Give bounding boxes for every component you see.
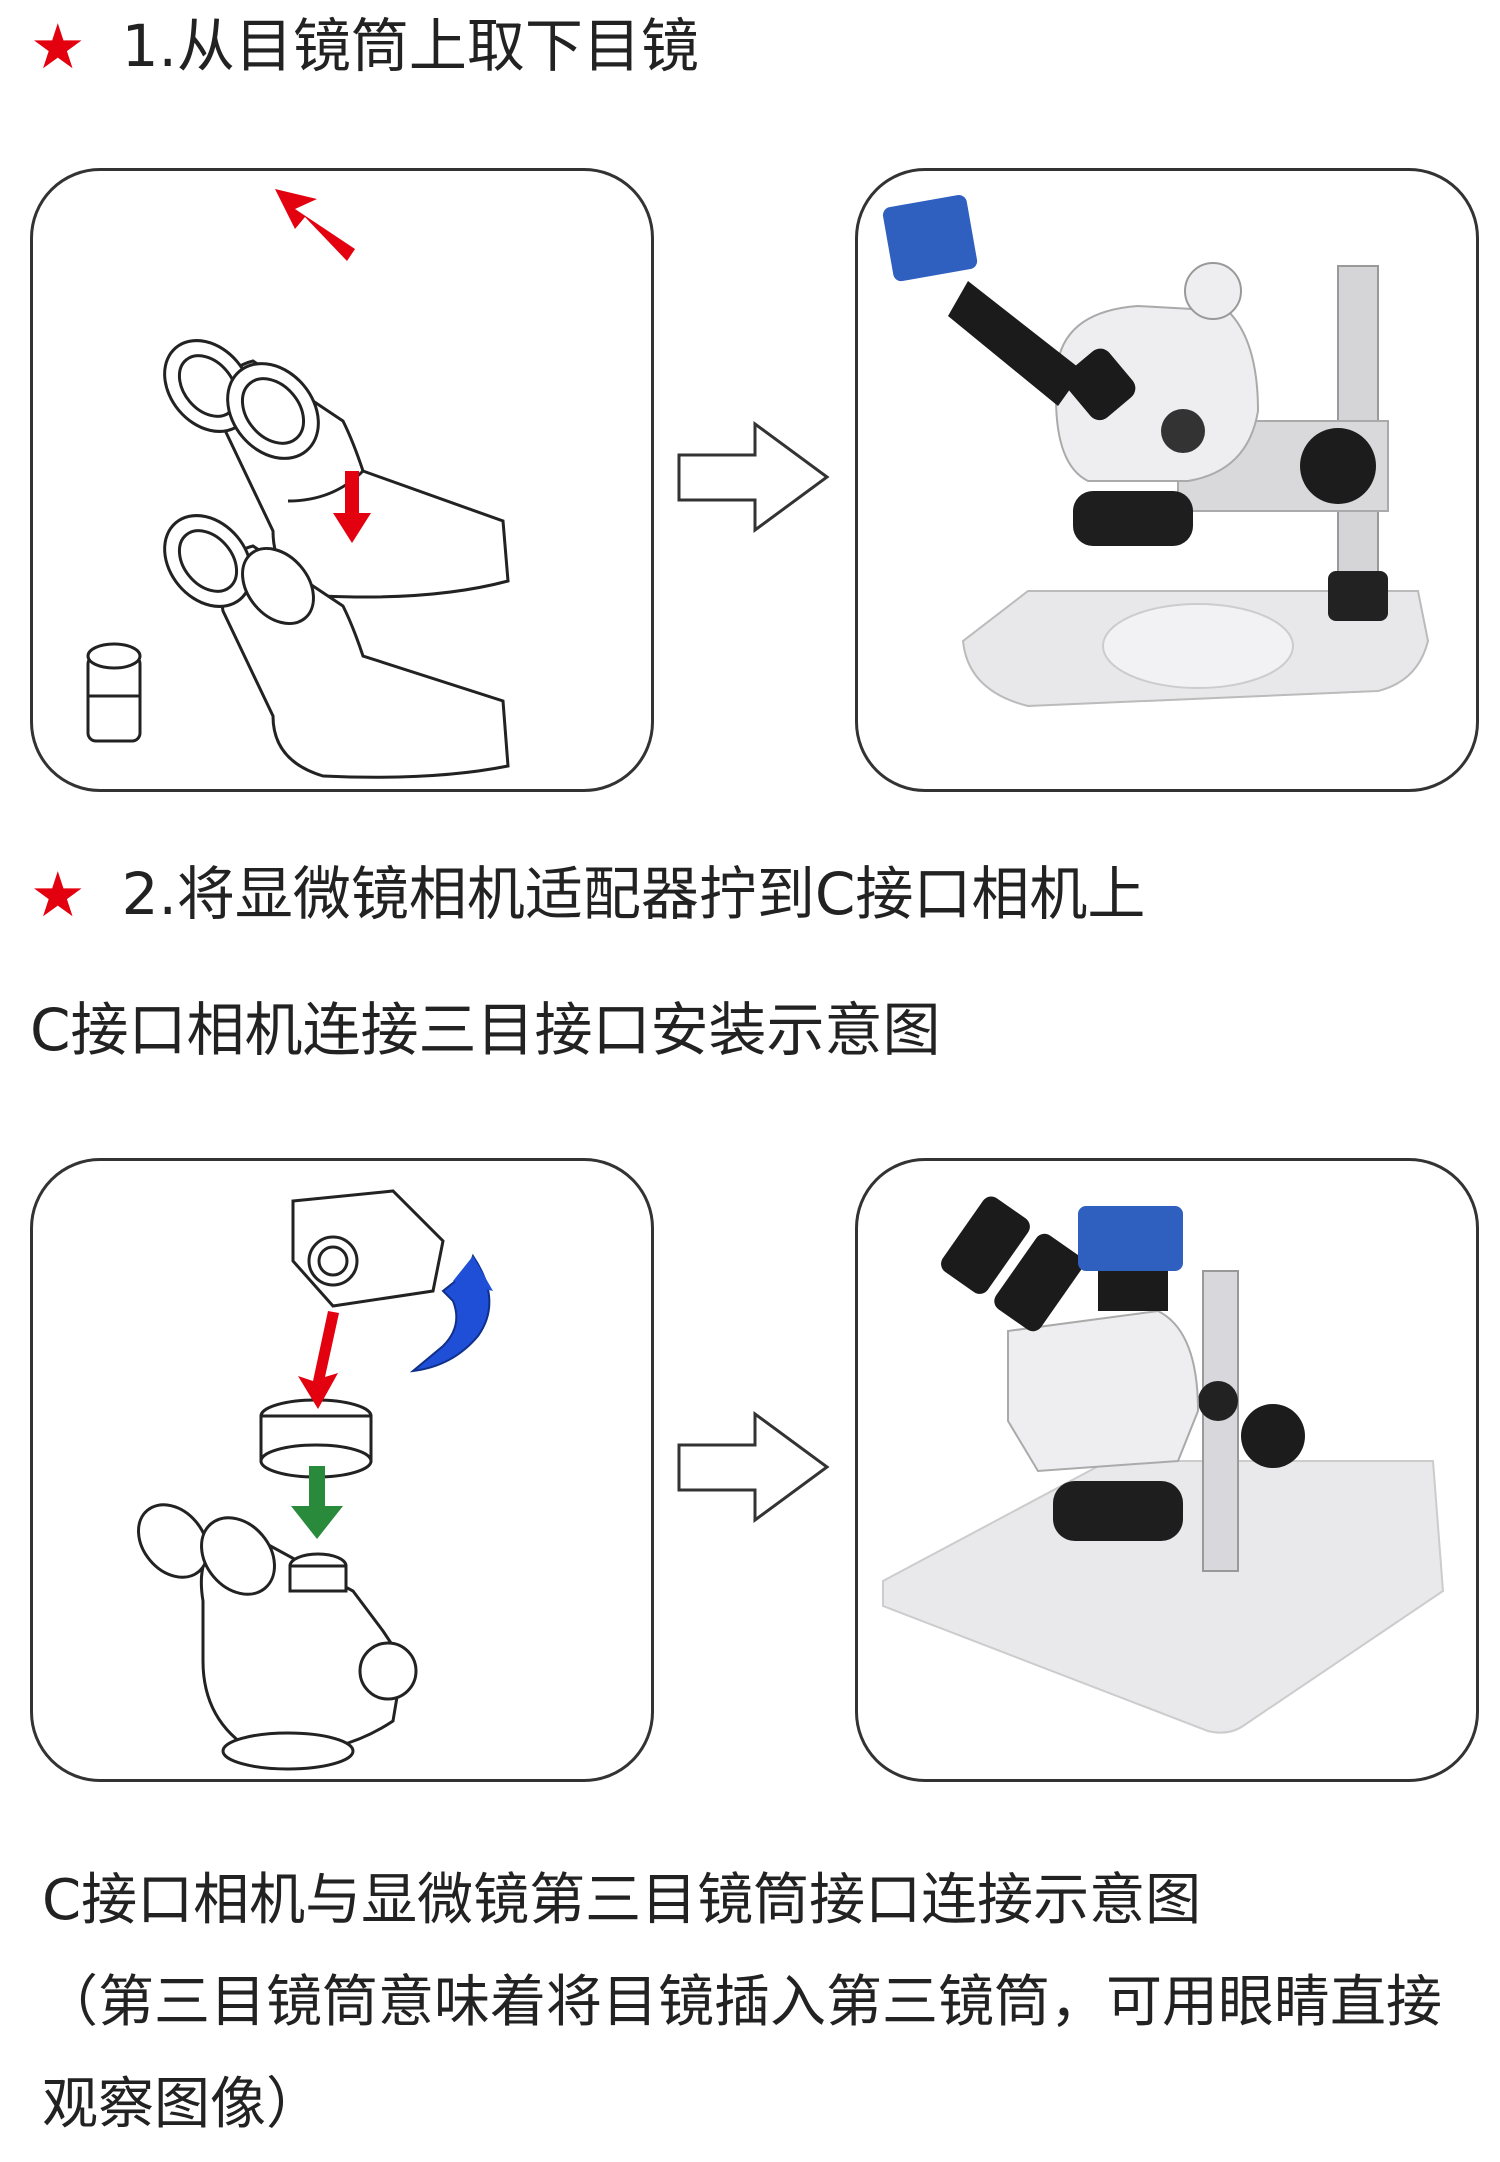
note-line2: （第三目镜筒意味着将目镜插入第三镜筒，可用眼睛直接观察图像） — [42, 1970, 1442, 2137]
step1-heading: ★ 1.从目镜筒上取下目镜 — [30, 10, 699, 84]
camera-microscope-photo — [882, 195, 1430, 708]
star-icon: ★ — [30, 858, 86, 931]
step2-title: 2.将显微镜相机适配器拧到C接口相机上 — [121, 860, 1146, 929]
step2-heading: ★ 2.将显微镜相机适配器拧到C接口相机上 — [30, 858, 1145, 932]
right-arrow-icon — [677, 1411, 830, 1523]
eyepiece-drawing — [86, 189, 510, 779]
note-line1: C接口相机与显微镜第三目镜筒接口连接示意图 — [42, 1868, 1202, 1933]
mount-adapter-illustration — [30, 1158, 654, 1782]
right-arrow-icon — [677, 421, 830, 533]
trinocular-microscope-photo — [855, 1158, 1479, 1782]
connection-note: C接口相机与显微镜第三目镜筒接口连接示意图 （第三目镜筒意味着将目镜插入第三镜筒… — [42, 1850, 1462, 2156]
adapter-drawing — [137, 1189, 493, 1771]
step1-title: 1.从目镜筒上取下目镜 — [121, 12, 699, 81]
trinocular-caption: C接口相机连接三目接口安装示意图 — [30, 996, 941, 1064]
remove-eyepiece-illustration — [30, 168, 654, 792]
star-icon: ★ — [30, 10, 86, 83]
trinocular-photo — [882, 1196, 1445, 1734]
insert-camera-illustration — [855, 168, 1479, 792]
